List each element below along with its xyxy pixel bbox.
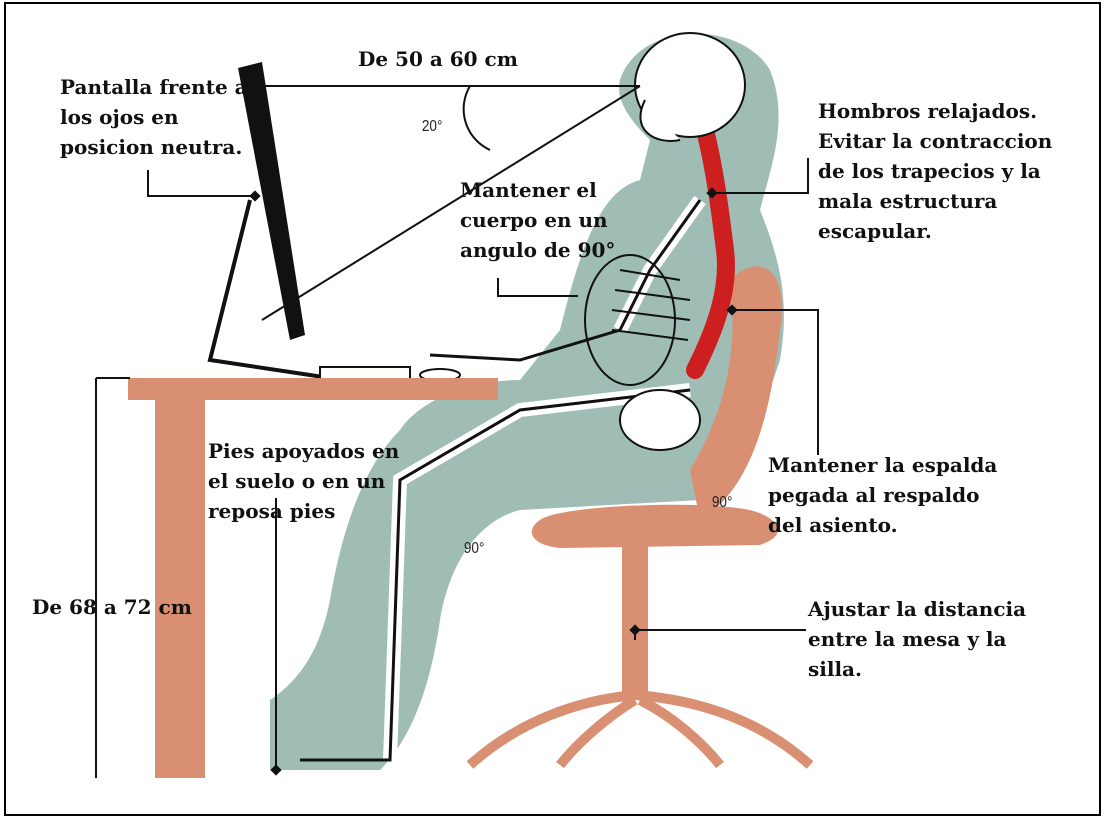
chair-distance-label: Ajustar la distancia entre la mesa y la …	[808, 594, 1026, 684]
gaze-angle: 20°	[422, 118, 443, 136]
knee-angle: 90°	[464, 540, 485, 558]
screen-label: Pantalla frente a los ojos en posicion n…	[60, 72, 248, 162]
feet-label: Pies apoyados en el suelo o en un reposa…	[208, 436, 399, 526]
desk-height-label: De 68 a 72 cm	[32, 592, 192, 622]
desk-leg	[155, 398, 205, 778]
back-label: Mantener la espalda pegada al respaldo d…	[768, 450, 997, 540]
shoulders-label: Hombros relajados. Evitar la contraccion…	[818, 96, 1052, 246]
desk-top	[128, 378, 498, 400]
chair-base	[470, 695, 810, 765]
distance-label: De 50 a 60 cm	[358, 44, 518, 74]
body-angle-label: Mantener el cuerpo en un angulo de 90°	[460, 175, 615, 265]
hip-angle: 90°	[712, 494, 733, 512]
chair-column	[622, 545, 648, 695]
chair-seat	[532, 505, 778, 548]
